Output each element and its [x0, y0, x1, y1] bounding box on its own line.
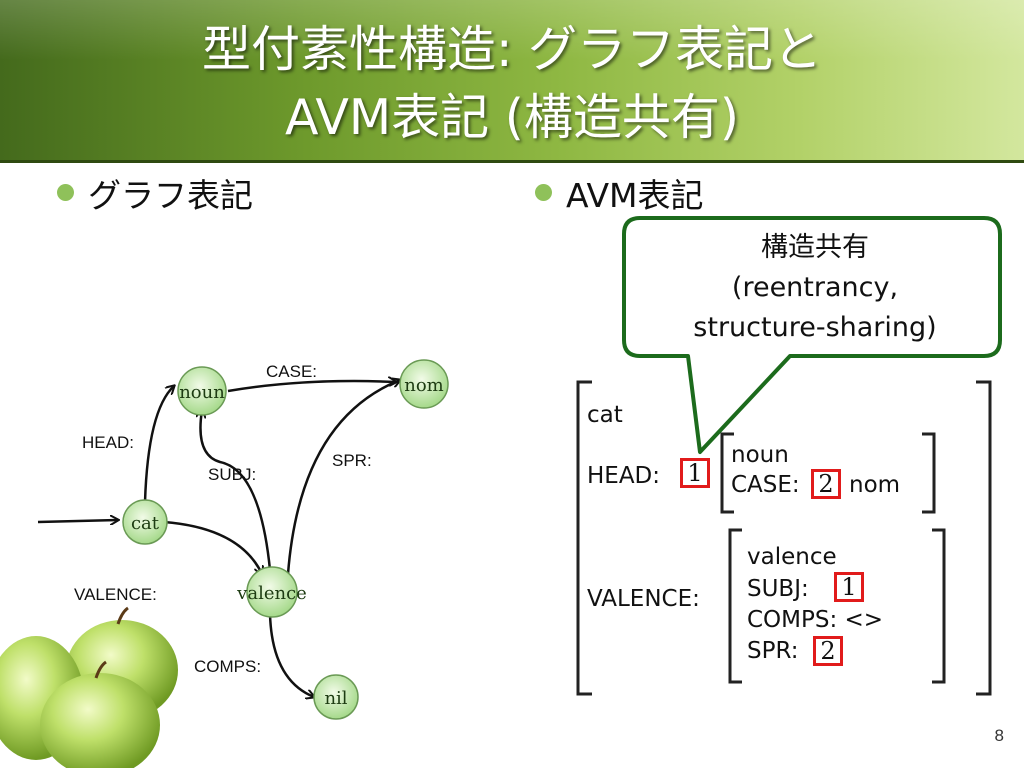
edge-case — [227, 381, 396, 393]
edge-label-spr: SPR: — [332, 451, 372, 470]
page-number: 8 — [994, 726, 1004, 745]
avm-head-label: HEAD: — [587, 463, 661, 489]
edge-valence — [163, 520, 262, 574]
edge-label-head: HEAD: — [82, 433, 134, 452]
avm-head-type: noun — [731, 442, 789, 468]
avm-comps-label: COMPS: <> — [747, 607, 884, 633]
avm-type: cat — [587, 402, 623, 428]
edge-label-valence: VALENCE: — [74, 585, 157, 604]
reentrancy-callout — [622, 216, 1002, 454]
node-cat-label: cat — [131, 513, 160, 534]
node-valence-label: valence — [236, 583, 307, 604]
title-banner — [0, 0, 1024, 163]
node-cat — [122, 499, 168, 545]
slide-title-line1: 型付素性構造: グラフ表記と — [201, 21, 823, 78]
node-nom — [399, 359, 449, 409]
bullet-graph-label: グラフ表記 — [88, 176, 253, 215]
callout-line3: structure-sharing) — [693, 312, 937, 343]
avm-subj-tag: 1 — [834, 572, 864, 602]
edge-spr — [286, 380, 400, 575]
node-nil — [313, 674, 359, 720]
bullet-graph-notation: グラフ表記 — [57, 176, 253, 216]
apples-decoration — [0, 606, 178, 768]
avm-case-label: CASE: — [731, 472, 800, 498]
edge-head — [143, 386, 174, 503]
edge-comps — [268, 613, 314, 697]
node-noun — [177, 366, 227, 416]
bullet-avm-label: AVM表記 — [566, 176, 704, 215]
edge-subj — [200, 410, 272, 571]
callout-line2: (reentrancy, — [731, 272, 899, 303]
avm-valence-type: valence — [747, 544, 837, 570]
node-nil-label: nil — [324, 688, 347, 709]
bullet-dot-icon — [57, 184, 74, 201]
edge-entry — [37, 520, 118, 522]
edge-label-comps: COMPS: — [194, 657, 261, 676]
avm-brackets — [576, 380, 992, 696]
node-noun-label: noun — [179, 382, 225, 403]
avm-case-value: nom — [849, 472, 901, 498]
bullet-dot-icon — [535, 184, 552, 201]
feature-graph: noun nom cat valence nil CASE: HEAD: SUB… — [37, 359, 449, 720]
avm-case-tag: 2 — [811, 469, 841, 499]
callout-line1: 構造共有 — [761, 232, 869, 263]
avm-spr-tag: 2 — [813, 636, 843, 666]
edge-label-case: CASE: — [266, 362, 317, 381]
node-nom-label: nom — [404, 375, 444, 396]
node-valence — [246, 566, 298, 618]
edge-label-subj: SUBJ: — [208, 465, 256, 484]
callout-text: 構造共有 (reentrancy, structure-sharing) — [630, 228, 1000, 348]
avm-spr-label: SPR: — [747, 638, 799, 664]
slide-title-line2: AVM表記 (構造共有) — [285, 89, 739, 146]
avm-head-tag: 1 — [680, 458, 710, 488]
bullet-avm-notation: AVM表記 — [535, 176, 704, 216]
avm-subj-label: SUBJ: — [747, 576, 809, 602]
avm-valence-label: VALENCE: — [587, 586, 700, 612]
